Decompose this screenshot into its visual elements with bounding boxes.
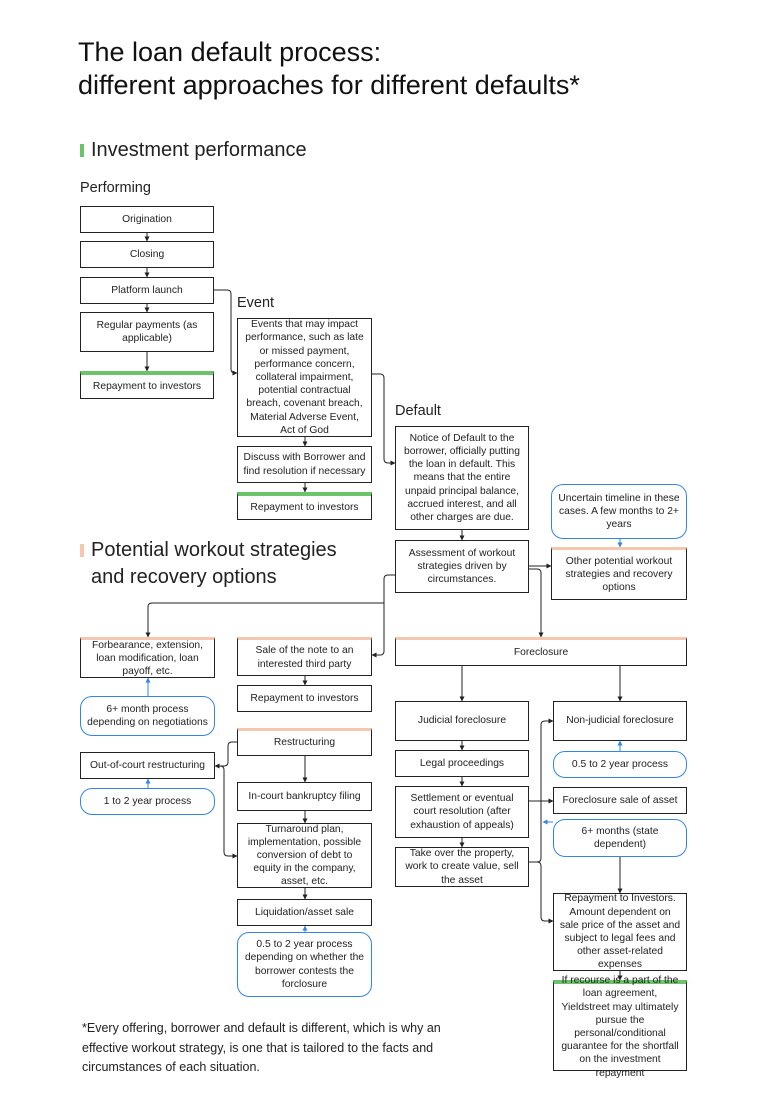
arrow-assessment-sale (371, 574, 395, 658)
node-discuss-borrower: Discuss with Borrower and find resolutio… (237, 446, 372, 483)
phase-default: Default (395, 403, 441, 419)
node-notice-default: Notice of Default to the borrower, offic… (395, 426, 529, 530)
node-regular-payments: Regular payments (as applicable) (80, 312, 214, 352)
node-origination: Origination (80, 206, 214, 233)
node-assessment: Assessment of workout strategies driven … (395, 540, 529, 593)
node-bankruptcy-filing: In-court bankruptcy filing (237, 782, 372, 811)
section-bar-green (80, 144, 84, 157)
arrow-takeover-repayment (529, 861, 554, 924)
node-events-impact: Events that may impact performance, such… (237, 318, 372, 437)
section-title: Investment performance (91, 139, 307, 161)
node-repayment-amount: Repayment to Investors. Amount dependent… (553, 893, 687, 971)
phase-performing: Performing (80, 180, 151, 196)
node-six-months-state: 6+ months (state dependent) (553, 819, 687, 857)
node-contest-process: 0.5 to 2 year process depending on wheth… (237, 932, 372, 997)
node-settlement: Settlement or eventual court resolution … (395, 786, 529, 838)
node-half-to-two-years: 0.5 to 2 year process (553, 751, 687, 778)
node-turnaround-plan: Turnaround plan, implementation, possibl… (237, 823, 372, 888)
arrow-outcourt-turnaround (215, 765, 238, 859)
node-nonjudicial-foreclosure: Non-judicial foreclosure (553, 701, 687, 741)
node-repayment-performing: Repayment to investors (80, 371, 214, 399)
arrow-restructuring-outcourt (214, 741, 237, 769)
section-bar-orange (80, 544, 84, 557)
node-foreclosure-sale: Foreclosure sale of asset (553, 787, 687, 814)
node-sale-note: Sale of the note to an interested third … (237, 637, 372, 676)
node-closing: Closing (80, 241, 214, 268)
arrow-assessment-forbearance (145, 602, 384, 638)
page-title: The loan default process: different appr… (78, 36, 580, 102)
node-six-month-negotiations: 6+ month process depending on negotiatio… (80, 696, 215, 736)
node-other-strategies: Other potential workout strategies and r… (551, 547, 687, 600)
node-judicial-foreclosure: Judicial foreclosure (395, 701, 529, 741)
node-foreclosure: Foreclosure (395, 637, 687, 666)
node-uncertain-timeline: Uncertain timeline in these cases. A few… (551, 484, 687, 539)
node-one-to-two-years: 1 to 2 year process (80, 788, 215, 815)
title-line-1: The loan default process: (78, 37, 382, 67)
node-recourse: If recourse is a part of the loan agreem… (553, 975, 687, 1079)
node-platform-launch: Platform launch (80, 277, 214, 304)
arrow-assessment-foreclosure (529, 568, 544, 638)
arrow-platform-event (214, 289, 238, 376)
node-take-over-property: Take over the property, work to create v… (395, 847, 529, 887)
node-repayment-sale: Repayment to investors (237, 685, 372, 712)
footnote: *Every offering, borrower and default is… (82, 1021, 441, 1074)
node-repayment-event: Repayment to investors (237, 492, 372, 520)
phase-event: Event (237, 295, 275, 311)
node-liquidation: Liquidation/asset sale (237, 899, 372, 926)
node-forbearance: Forbearance, extension, loan modificatio… (80, 637, 215, 678)
title-line-2: different approaches for different defau… (78, 70, 580, 100)
node-restructuring: Restructuring (237, 728, 372, 756)
section-title-line-2: and recovery options (91, 566, 277, 588)
arrow-events-notice (372, 373, 396, 466)
arrow-takeover-nonjudicial (529, 718, 554, 863)
section-title-line-1: Potential workout strategies (91, 539, 337, 561)
node-out-of-court: Out-of-court restructuring (80, 752, 215, 779)
node-legal-proceedings: Legal proceedings (395, 750, 529, 777)
